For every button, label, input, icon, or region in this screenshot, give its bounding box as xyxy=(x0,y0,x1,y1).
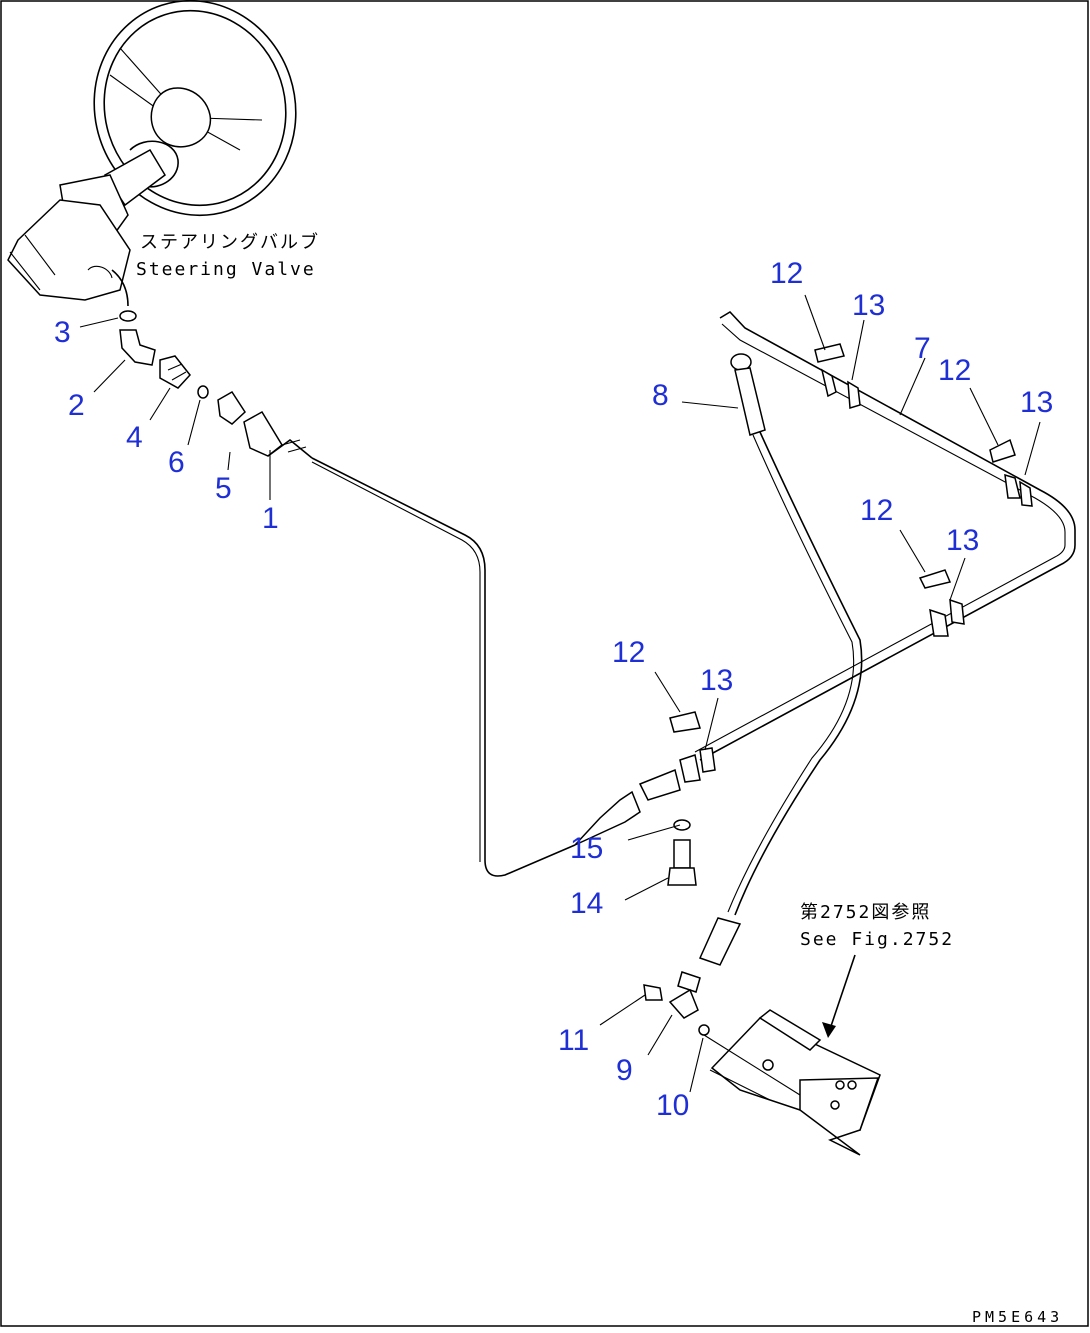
steering-valve-note-jp: ステアリングバルブ xyxy=(140,231,320,253)
callout-5: 5 xyxy=(215,472,232,505)
hose-8-illustration xyxy=(677,353,863,993)
callout-4: 4 xyxy=(126,421,143,454)
callout-12-a: 12 xyxy=(770,257,803,290)
steering-valve-note-en: Steering Valve xyxy=(136,259,316,280)
left-fittings-illustration xyxy=(119,310,313,459)
reference-arrow xyxy=(827,954,856,1036)
steering-wheel-illustration xyxy=(7,0,297,307)
bolt-14-illustration xyxy=(667,819,697,886)
callout-13-c: 13 xyxy=(946,524,979,557)
valve-block-illustration xyxy=(703,1009,881,1156)
callout-numbers: 1 2 3 4 5 6 7 8 9 10 11 12 12 12 12 13 1… xyxy=(54,257,1053,1122)
callout-13-a: 13 xyxy=(852,289,885,322)
part-11-shape xyxy=(643,984,663,1001)
callout-13-d: 13 xyxy=(700,664,733,697)
callout-14: 14 xyxy=(570,887,603,920)
callout-8: 8 xyxy=(652,379,669,412)
part-10-shape xyxy=(698,1024,710,1036)
callout-2: 2 xyxy=(68,389,85,422)
callout-6: 6 xyxy=(168,446,185,479)
hose-1-line xyxy=(311,457,576,877)
callout-9: 9 xyxy=(616,1054,633,1087)
callout-3: 3 xyxy=(54,316,71,349)
callout-1: 1 xyxy=(262,502,279,535)
callout-12-b: 12 xyxy=(938,354,971,387)
drawing-code: PM5E643 xyxy=(972,1308,1063,1326)
callout-7: 7 xyxy=(914,332,931,365)
callout-13-b: 13 xyxy=(1020,386,1053,419)
callout-12-d: 12 xyxy=(612,636,645,669)
pipe-7-illustration xyxy=(638,310,1076,801)
leader-lines xyxy=(79,294,1041,1093)
callout-15: 15 xyxy=(570,832,603,865)
fitting-15-shape xyxy=(574,790,641,846)
callout-10: 10 xyxy=(656,1089,689,1122)
part-9-shape xyxy=(668,988,699,1019)
reference-note-en: See Fig.2752 xyxy=(800,929,954,950)
callout-12-c: 12 xyxy=(860,494,893,527)
hose-1-line-inner xyxy=(311,461,481,862)
reference-arrowhead xyxy=(822,1022,836,1038)
callout-11: 11 xyxy=(558,1024,589,1057)
reference-note-jp: 第2752図参照 xyxy=(800,902,931,923)
